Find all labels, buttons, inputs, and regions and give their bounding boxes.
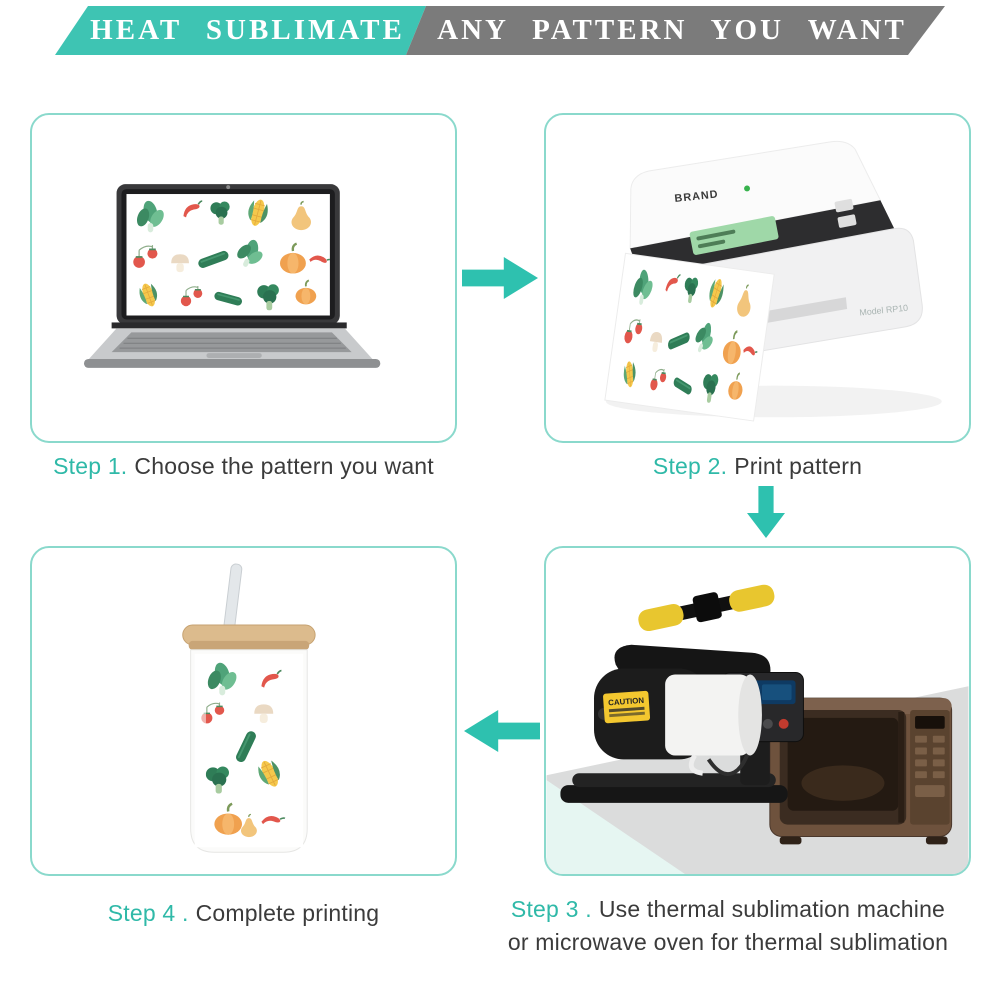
glass-body <box>190 649 308 853</box>
press-microwave-illustration: CAUTION <box>546 584 969 874</box>
step2-caption: Step 2.Print pattern <box>544 450 971 483</box>
step1-panel <box>30 113 457 443</box>
step2-panel: BRAND Model RP10 <box>544 113 971 443</box>
printer-illustration: BRAND Model RP10 <box>604 140 942 422</box>
step4-caption: Step 4 .Complete printing <box>30 897 457 930</box>
step2-text: Print pattern <box>734 453 863 479</box>
heat-press: CAUTION <box>560 584 804 803</box>
step4-label: Step 4 . <box>107 900 189 926</box>
step3-panel: CAUTION <box>544 546 971 876</box>
banner: HEAT SUBLIMATE ANY PATTERN YOU WANT <box>55 6 945 55</box>
step1-text: Choose the pattern you want <box>134 453 434 479</box>
step3-caption-line1: Step 3 .Use thermal sublimation machine <box>455 893 1001 926</box>
step1-caption: Step 1.Choose the pattern you want <box>30 450 457 483</box>
arrow-right-icon <box>462 257 538 299</box>
banner-title-right: ANY PATTERN YOU WANT <box>437 14 907 46</box>
step3-label: Step 3 . <box>510 896 592 922</box>
printer-brand-label: BRAND <box>674 188 719 205</box>
step4-panel <box>30 546 457 876</box>
step3-text-line1: Use thermal sublimation machine <box>598 896 946 922</box>
tumbler-illustration <box>182 563 316 853</box>
mug-in-press: CAUTION <box>594 668 762 776</box>
step4-text: Complete printing <box>195 900 380 926</box>
caution-label: CAUTION <box>608 696 645 708</box>
tumbler-pattern <box>195 654 304 848</box>
step3-caption: Step 3 .Use thermal sublimation machine … <box>455 893 1001 959</box>
banner-title-left: HEAT SUBLIMATE <box>90 14 405 46</box>
caution-sticker: CAUTION <box>603 690 651 724</box>
microwave-door-handle <box>898 711 905 823</box>
printed-paper <box>604 252 775 422</box>
paper-pattern <box>612 260 769 414</box>
banner-teal-shape <box>55 6 426 55</box>
step2-label: Step 2. <box>652 453 728 479</box>
step3-caption-line2: or microwave oven for thermal sublimatio… <box>507 929 949 955</box>
laptop-illustration <box>83 184 381 368</box>
microwave <box>769 697 953 845</box>
press-handle <box>638 584 775 632</box>
arrow-down-icon <box>747 486 785 538</box>
laptop <box>83 184 381 368</box>
arrow-left-icon <box>464 710 540 752</box>
bamboo-lid <box>182 624 316 650</box>
banner-gray-shape <box>406 6 945 55</box>
laptop-screen-pattern <box>126 194 331 316</box>
step1-label: Step 1. <box>53 453 128 479</box>
